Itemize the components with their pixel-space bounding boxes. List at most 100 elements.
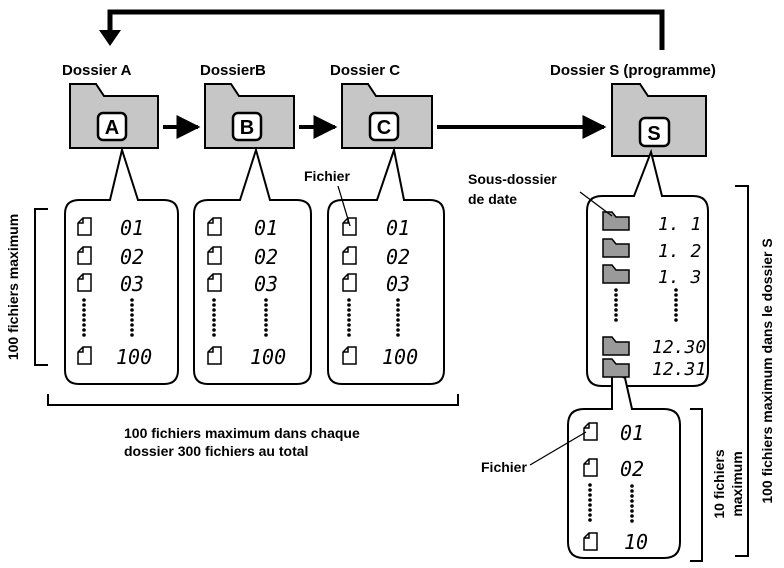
ellipsis-dot <box>130 303 134 307</box>
ellipsis-dot <box>212 323 216 327</box>
fichier-pointer-c <box>337 185 351 227</box>
date-subfolder-icon <box>602 264 630 284</box>
segment-number: 100 <box>382 345 418 369</box>
file-icon <box>207 217 222 236</box>
ellipsis-dot <box>264 303 268 307</box>
segment-number: 10 <box>624 530 648 554</box>
segment-number: 1. 3 <box>658 267 701 288</box>
ellipsis-dot <box>674 313 678 317</box>
folder-c-title: Dossier C <box>330 62 400 79</box>
fichier-label-sub: Fichier <box>481 459 527 475</box>
segment-number: 03 <box>254 272 278 296</box>
file-icon <box>77 217 92 236</box>
ellipsis-dot <box>347 333 351 337</box>
date-subfolder-icon <box>602 336 630 356</box>
ellipsis-dot <box>674 308 678 312</box>
file-icon <box>77 346 92 365</box>
ellipsis-dot <box>264 308 268 312</box>
ellipsis-dot <box>130 313 134 317</box>
ellipsis-dot <box>630 489 634 493</box>
fichier-label-c: Fichier <box>304 168 350 184</box>
ellipsis-dot <box>347 308 351 312</box>
sous-dossier-pointer <box>579 191 613 217</box>
ellipsis-dot <box>614 303 618 307</box>
ellipsis-dot <box>212 303 216 307</box>
file-icon <box>207 246 222 265</box>
ellipsis-dot <box>347 318 351 322</box>
segment-number: 03 <box>120 272 144 296</box>
ellipsis-dot <box>130 298 134 302</box>
ellipsis-dot <box>614 293 618 297</box>
file-icon <box>583 422 598 441</box>
ellipsis-dot <box>674 293 678 297</box>
ellipsis-dot <box>588 493 592 497</box>
file-icon <box>342 346 357 365</box>
segment-number: 1. 2 <box>658 241 701 262</box>
folder-c-icon: C <box>341 83 433 149</box>
bracket-sub <box>690 408 703 562</box>
ellipsis-dot <box>264 318 268 322</box>
loop-back-arrow <box>107 9 665 50</box>
file-icon <box>77 273 92 292</box>
ellipsis-dot <box>82 323 86 327</box>
date-subfolder-icon <box>602 211 630 231</box>
folder-s-title: Dossier S (programme) <box>550 62 716 79</box>
ellipsis-dot <box>588 483 592 487</box>
ellipsis-dot <box>82 313 86 317</box>
ellipsis-dot <box>614 318 618 322</box>
max-10-label-line1: 10 fichiers <box>711 449 727 518</box>
ellipsis-dot <box>347 313 351 317</box>
ellipsis-dot <box>396 333 400 337</box>
max-10-label-line2: maximum <box>729 451 745 516</box>
ellipsis-dot <box>588 503 592 507</box>
ellipsis-dot <box>264 323 268 327</box>
file-icon <box>342 217 357 236</box>
ellipsis-dot <box>396 318 400 322</box>
ellipsis-dot <box>212 298 216 302</box>
date-subfolder-icon <box>602 358 630 378</box>
max-100-s-label: 100 fichiers maximum dans le dossier S <box>759 238 775 503</box>
ellipsis-dot <box>674 288 678 292</box>
segment-number: 100 <box>250 345 286 369</box>
subfolder-file-box <box>567 370 681 559</box>
ellipsis-dot <box>588 488 592 492</box>
ellipsis-dot <box>674 318 678 322</box>
file-icon <box>583 532 598 551</box>
ellipsis-dot <box>630 519 634 523</box>
file-list-box-a <box>64 146 179 385</box>
ellipsis-dot <box>630 504 634 508</box>
ellipsis-dot <box>396 308 400 312</box>
segment-number: 1. 1 <box>658 214 701 235</box>
folder-a-icon: A <box>69 83 159 149</box>
file-list-box-c <box>327 146 445 385</box>
segment-number: 12.31 <box>652 359 706 380</box>
ellipsis-dot <box>130 323 134 327</box>
ellipsis-dot <box>588 518 592 522</box>
bottom-note-line2: dossier 300 fichiers au total <box>124 443 308 459</box>
ellipsis-dot <box>588 508 592 512</box>
file-icon <box>207 346 222 365</box>
segment-number: 12.30 <box>652 337 706 358</box>
ellipsis-dot <box>264 298 268 302</box>
sous-dossier-label-line2: de date <box>468 191 517 207</box>
ellipsis-dot <box>614 313 618 317</box>
ellipsis-dot <box>614 298 618 302</box>
bracket-left <box>34 208 48 366</box>
ellipsis-dot <box>630 499 634 503</box>
segment-number: 01 <box>254 216 278 240</box>
ellipsis-dot <box>347 328 351 332</box>
ellipsis-dot <box>630 509 634 513</box>
ellipsis-dot <box>82 318 86 322</box>
segment-number: 02 <box>386 245 410 269</box>
file-icon <box>207 273 222 292</box>
file-icon <box>342 246 357 265</box>
folder-b-title: DossierB <box>200 62 266 79</box>
ellipsis-dot <box>347 298 351 302</box>
max-100-left-label: 100 fichiers maximum <box>5 214 21 360</box>
